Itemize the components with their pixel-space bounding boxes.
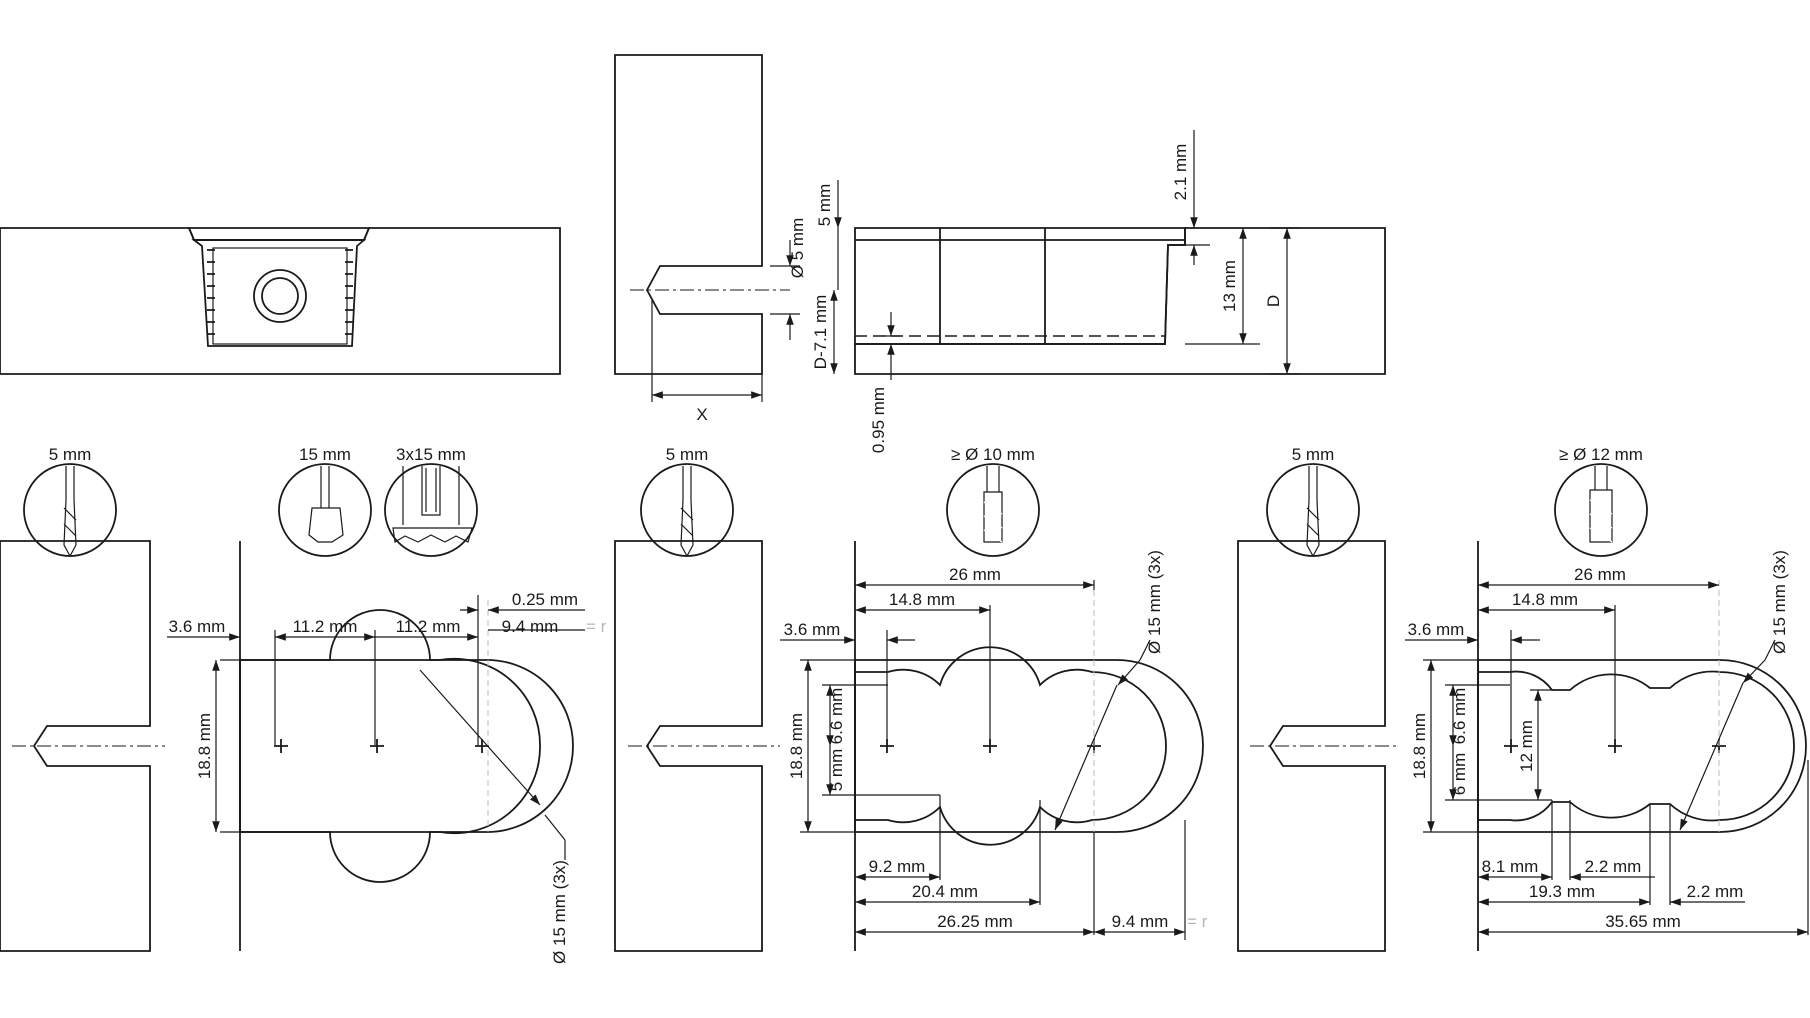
slot-cavity [854, 646, 1167, 846]
horizontal-panel [854, 227, 1386, 375]
tool-label-drill-1: 5 mm [49, 445, 92, 464]
drill-bit-icon [640, 463, 734, 557]
p2-dim-66: 6.6 mm [827, 688, 846, 745]
p1-dim-112a: 11.2 mm [293, 617, 358, 636]
slot-3-circles [240, 607, 568, 886]
p3-dim-22b: 2.2 mm [1687, 882, 1744, 901]
p1-dim-r: = r [586, 617, 607, 636]
cutter-icon [278, 463, 372, 557]
p3-dim-148: 14.8 mm [1512, 590, 1578, 609]
multi-cutter-icon [384, 463, 478, 557]
p3-dim-22a: 2.2 mm [1585, 857, 1642, 876]
p1-dim-dia15: Ø 15 mm (3x) [550, 860, 569, 964]
tool-label-cutter-10: ≥ Ø 10 mm [951, 445, 1035, 464]
p2-dim-204: 20.4 mm [912, 882, 978, 901]
p3-dim-36: 3.6 mm [1408, 620, 1465, 639]
tool-label-cutter-15: 15 mm [299, 445, 351, 464]
end-mill-icon [1554, 463, 1648, 557]
panel-2: 26 mm 14.8 mm 3.6 mm Ø 15 mm (3x) 18.8 m… [614, 540, 1208, 952]
dim-x: X [696, 405, 707, 424]
p1-dim-36: 3.6 mm [169, 617, 226, 636]
slot-cavity [1477, 670, 1795, 822]
p3-dim-66: 6.6 mm [1450, 688, 1469, 745]
insert-ribs [207, 249, 353, 335]
p3-dim-26: 26 mm [1574, 565, 1626, 584]
end-mill-icon [946, 463, 1040, 557]
dim-d: D [1264, 295, 1283, 307]
p3-dim-188: 18.8 mm [1410, 713, 1429, 779]
p3-dim-dia15: Ø 15 mm (3x) [1770, 550, 1789, 654]
p2-dim-92: 9.2 mm [869, 857, 926, 876]
p1-dim-94: 9.4 mm [502, 617, 559, 636]
tool-label-cutter-12: ≥ Ø 12 mm [1559, 445, 1643, 464]
p2-dim-5: 5 mm [827, 749, 846, 792]
p1-dim-112b: 11.2 mm [396, 617, 461, 636]
dim-21: 2.1 mm [1171, 144, 1190, 201]
tool-label-drill-2: 5 mm [666, 445, 709, 464]
p1-dim-025: 0.25 mm [512, 590, 578, 609]
insert-bolt-inner [261, 277, 299, 315]
top-middle-section-view: X Ø 5 mm 5 mm D-7.1 mm 0.95 mm 2.1 mm 13… [614, 54, 1386, 453]
insert-bolt-outer [253, 269, 307, 323]
dim-dia-5: Ø 5 mm [788, 218, 807, 278]
insert-body [187, 227, 371, 347]
p1-dim-188: 18.8 mm [195, 713, 214, 779]
panel-3: 26 mm 14.8 mm 3.6 mm Ø 15 mm (3x) 18.8 m… [1237, 540, 1809, 952]
p2-dim-2625: 26.25 mm [937, 912, 1013, 931]
top-left-section-view [0, 227, 561, 375]
dim-13: 13 mm [1220, 260, 1239, 312]
p3-dim-12: 12 mm [1517, 720, 1536, 772]
tool-label-drill-3: 5 mm [1292, 445, 1335, 464]
p2-dim-148: 14.8 mm [889, 590, 955, 609]
drill-bit-icon [23, 463, 117, 557]
slot-cavity [239, 609, 541, 883]
dim-095: 0.95 mm [869, 387, 888, 453]
p2-dim-dia15: Ø 15 mm (3x) [1145, 550, 1164, 654]
p2-dim-94: 9.4 mm [1112, 912, 1169, 931]
dim-depth-5: 5 mm [815, 184, 834, 227]
p2-dim-26: 26 mm [949, 565, 1001, 584]
p2-dim-r: = r [1187, 912, 1208, 931]
vertical-panel [614, 54, 790, 375]
p3-dim-81: 8.1 mm [1482, 857, 1539, 876]
p3-dim-3565: 35.65 mm [1605, 912, 1681, 931]
p3-dim-6: 6 mm [1450, 753, 1469, 796]
p2-dim-188: 18.8 mm [787, 713, 806, 779]
tool-icons: 5 mm 15 mm 3x15 mm 5 mm ≥ Ø 10 mm 5 mm ≥… [23, 445, 1648, 558]
p3-dim-193: 19.3 mm [1529, 882, 1595, 901]
drill-bit-icon [1266, 463, 1360, 557]
panel-1: 18.8 mm 3.6 mm 11.2 mm 11.2 mm 0.25 mm 9… [0, 540, 607, 964]
tool-label-multi-cutter: 3x15 mm [396, 445, 466, 464]
dim-depth-d71: D-7.1 mm [811, 295, 830, 370]
p2-dim-36: 3.6 mm [784, 620, 841, 639]
